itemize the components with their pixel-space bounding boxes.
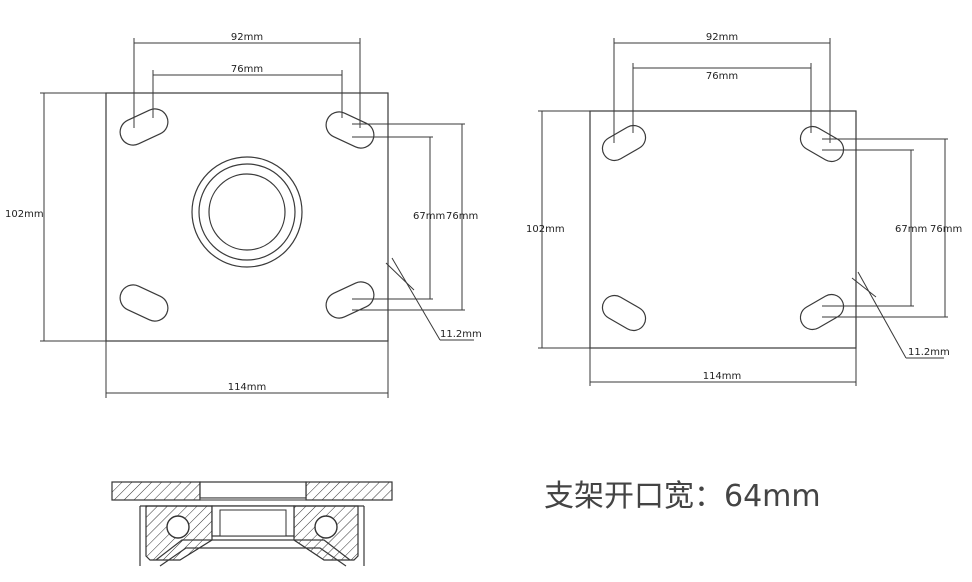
left-dim-92: 92mm — [231, 32, 263, 43]
right-dim-92: 92mm — [706, 32, 738, 43]
left-boss-outer — [191, 156, 303, 268]
right-dim-102: 102mm — [526, 224, 565, 235]
left-slot-top-right — [325, 111, 375, 149]
right-dim-76-vertical: 76mm — [930, 224, 962, 235]
right-slot-top-left — [601, 124, 647, 162]
left-plate-outline — [105, 92, 389, 342]
left-dim-102: 102mm — [5, 209, 44, 220]
left-slot-bottom-left — [119, 284, 169, 322]
left-boss-mid — [198, 163, 296, 261]
right-dim-67: 67mm — [895, 224, 927, 235]
left-dim-67: 67mm — [413, 211, 445, 222]
right-plate-outline — [589, 110, 857, 349]
left-dim-76-vertical: 76mm — [446, 211, 478, 222]
opening-width-caption: 支架开口宽：64mm — [544, 479, 821, 514]
right-slot-bottom-left — [601, 294, 647, 332]
right-plate-slots — [601, 124, 845, 332]
left-dim-11-2: 11.2mm — [440, 329, 482, 340]
right-dim-114: 114mm — [703, 371, 742, 382]
right-slot-top-right — [799, 125, 845, 163]
left-slot-bottom-right — [325, 281, 375, 319]
left-slot-top-left — [119, 108, 169, 146]
right-plate-drawing: 92mm 76mm 102mm 114mm 67mm 76mm 11.2mm — [526, 32, 962, 386]
right-slot-bottom-right — [799, 293, 845, 331]
left-dim-76: 76mm — [231, 64, 263, 75]
left-dim-114: 114mm — [228, 382, 267, 393]
left-plate-drawing: 92mm 76mm 102mm 114mm 67mm 76mm 11.2mm — [5, 32, 482, 398]
left-plate-slots — [119, 108, 375, 322]
cross-section-drawing — [111, 481, 393, 567]
right-dim-11-2: 11.2mm — [908, 347, 950, 358]
right-dim-76: 76mm — [706, 71, 738, 82]
left-boss-inner — [208, 173, 286, 251]
